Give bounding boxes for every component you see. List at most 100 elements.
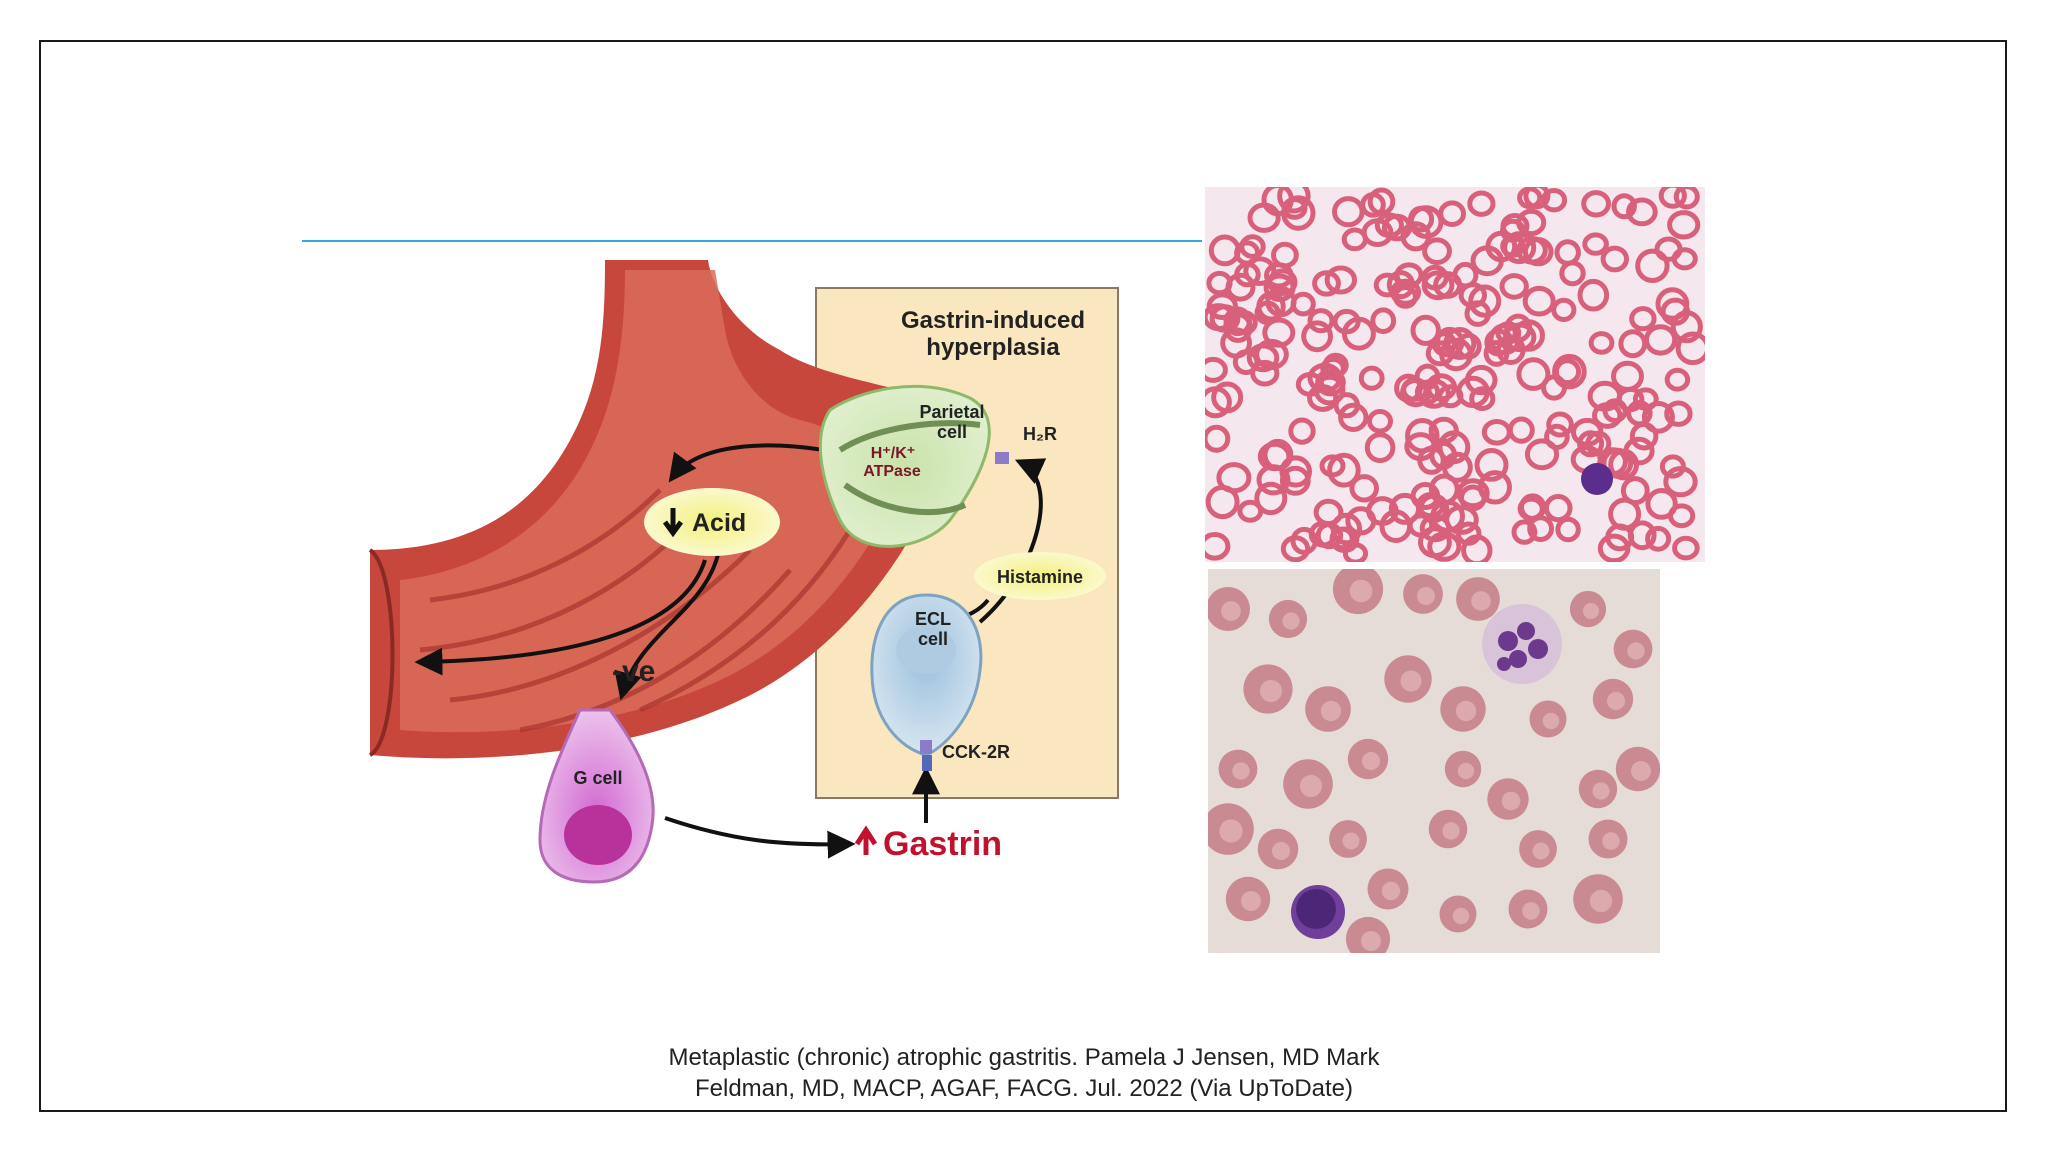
red-blood-cell <box>1329 526 1360 554</box>
red-blood-cell <box>1500 234 1526 258</box>
red-blood-cell <box>1430 499 1466 533</box>
red-blood-cell <box>1587 380 1623 412</box>
red-blood-cell <box>1205 484 1240 520</box>
red-blood-cell <box>1246 343 1280 373</box>
box-title-line2: hyperplasia <box>926 334 1060 361</box>
red-blood-cell <box>1218 749 1258 789</box>
red-blood-cell <box>1675 331 1705 366</box>
red-blood-cell <box>1257 828 1299 870</box>
red-blood-cell <box>1608 497 1642 531</box>
red-blood-cell <box>1367 187 1396 216</box>
red-blood-cell <box>1428 809 1468 849</box>
red-blood-cell <box>1452 261 1479 289</box>
red-blood-cell <box>1543 494 1573 523</box>
red-blood-cell <box>1367 409 1393 434</box>
red-blood-cell <box>1668 503 1696 529</box>
ecl-cell: ECL cell CCK-2R <box>870 593 1010 771</box>
red-blood-cell <box>1588 331 1615 355</box>
red-blood-cell <box>1524 438 1560 471</box>
red-blood-cell <box>1439 895 1477 933</box>
h2r-label: H₂R <box>1023 424 1057 444</box>
red-blood-cell <box>1667 210 1701 240</box>
red-blood-cell <box>1223 306 1252 337</box>
box-title-line1: Gastrin-induced <box>901 307 1085 334</box>
red-blood-cell <box>1672 535 1700 561</box>
acid-label: Acid <box>692 509 746 537</box>
red-blood-cell <box>1499 273 1529 300</box>
red-blood-cell <box>1658 187 1687 209</box>
acid-bubble: Acid <box>644 488 780 556</box>
gcell-to-gastrin-arrow <box>664 816 856 859</box>
red-blood-cell <box>1410 314 1441 346</box>
red-blood-cell <box>1641 401 1675 434</box>
red-blood-cell <box>1265 286 1297 318</box>
red-blood-cell <box>1516 357 1551 391</box>
red-blood-cell <box>1370 307 1397 334</box>
parietal-label-line2: cell <box>937 422 967 442</box>
red-blood-cell <box>1503 322 1537 353</box>
red-blood-cell <box>1358 365 1385 391</box>
red-blood-cell <box>1654 236 1683 262</box>
red-blood-cell <box>1390 278 1422 306</box>
red-blood-cell <box>1279 455 1312 488</box>
negative-feedback-label: -ve <box>612 655 655 688</box>
red-blood-cell <box>1523 187 1551 210</box>
red-blood-cell <box>1483 340 1510 367</box>
acid-down-arrow-icon <box>662 508 684 538</box>
red-blood-cell <box>1629 306 1657 332</box>
red-blood-cell <box>1551 297 1577 323</box>
red-blood-cell <box>1555 516 1581 543</box>
caption-line-1: Metaplastic (chronic) atrophic gastritis… <box>668 1044 1380 1071</box>
ecl-label-line2: cell <box>918 629 948 649</box>
red-blood-cell <box>1517 496 1545 521</box>
red-blood-cell <box>1205 424 1231 453</box>
red-blood-cell <box>1341 316 1376 351</box>
red-blood-cell <box>1283 759 1333 809</box>
red-blood-cell <box>1208 587 1250 631</box>
red-blood-cell <box>1367 868 1409 910</box>
red-blood-cell <box>1670 310 1703 344</box>
red-blood-cell <box>1444 750 1482 788</box>
red-blood-cell <box>1635 248 1670 284</box>
title-rule <box>302 240 1202 242</box>
red-blood-cell <box>1307 362 1343 394</box>
acid-to-gcell-arrow <box>614 544 722 701</box>
red-blood-cell <box>1349 474 1379 503</box>
red-blood-cell <box>1422 237 1452 265</box>
red-blood-cell <box>1330 512 1363 546</box>
red-blood-cell <box>1588 819 1628 859</box>
hypersegmented-neutrophil <box>1482 604 1562 684</box>
red-blood-cell <box>1400 221 1432 252</box>
red-blood-cell <box>1456 375 1490 408</box>
red-blood-cell <box>1332 196 1365 228</box>
red-blood-cell <box>1225 876 1271 922</box>
caption-line-2: Feldman, MD, MACP, AGAF, FACG. Jul. 2022… <box>694 1075 1354 1102</box>
red-blood-cell <box>1664 367 1691 392</box>
gcell-label: G cell <box>573 768 622 788</box>
red-blood-cell <box>1540 188 1568 213</box>
red-blood-cell <box>1205 303 1235 332</box>
red-blood-cell <box>1507 416 1535 444</box>
red-blood-cell <box>1364 432 1396 464</box>
histamine-bubble: Histamine <box>974 552 1106 600</box>
blood-smear-top-image <box>1205 187 1705 562</box>
red-blood-cell <box>1254 481 1288 516</box>
red-blood-cell <box>1205 532 1231 561</box>
red-blood-cell <box>1205 386 1232 419</box>
red-blood-cell <box>1232 349 1260 376</box>
red-blood-cell <box>1388 492 1421 525</box>
red-blood-cell <box>1527 515 1555 543</box>
red-blood-cell <box>1301 320 1333 353</box>
red-blood-cell <box>1327 452 1361 488</box>
red-blood-cell <box>1577 278 1610 312</box>
red-blood-cell <box>1403 574 1443 614</box>
histamine-label: Histamine <box>997 567 1083 587</box>
h2r-receptor <box>995 452 1009 464</box>
red-blood-cell <box>1234 261 1261 288</box>
red-blood-cell <box>1581 190 1612 218</box>
red-blood-cell <box>1421 264 1449 291</box>
blood-smear-bottom-image <box>1208 569 1660 953</box>
red-blood-cell <box>1267 268 1298 296</box>
lymphocyte-cell <box>1581 463 1613 495</box>
pump-label-line1: H⁺/K⁺ <box>871 445 915 462</box>
